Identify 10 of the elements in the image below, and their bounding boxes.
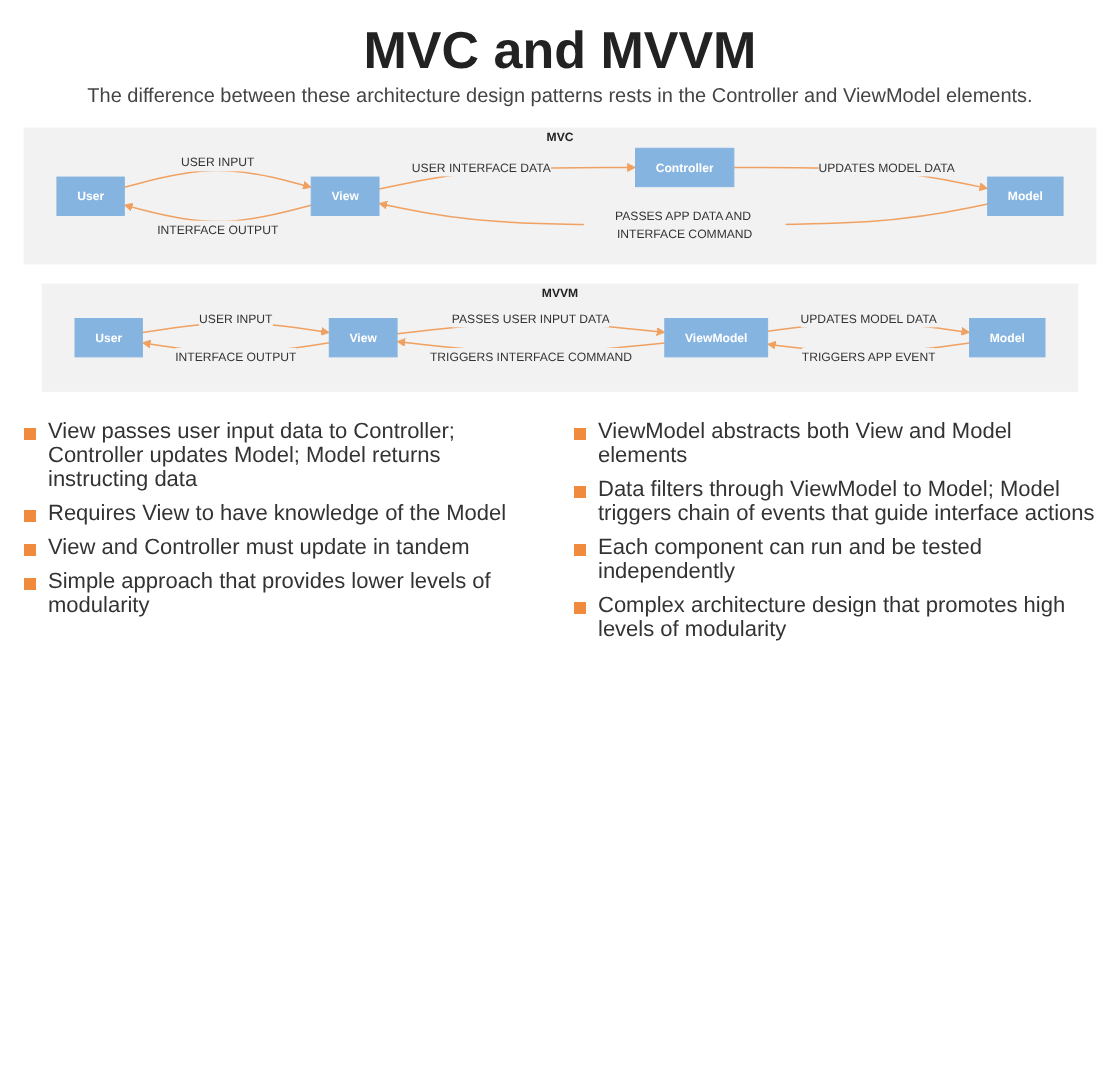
bullet-point: Complex architecture design that promotes high levels of modularity — [598, 593, 1068, 642]
bullet-point: Simple approach that provides lower levels of modularity — [48, 569, 493, 618]
subtitle: The difference between these architecture design patterns rests in the Controller and ViewModel elements. — [85, 86, 1035, 108]
bullet-point: Each component can run and be tested independently — [598, 535, 985, 584]
title: MVC and MVVM — [361, 20, 759, 82]
bullet-point: Requires View to have knowledge of the Model — [48, 501, 507, 526]
bullet-point: View passes user input data to Controller; Controller updates Model; Model returns instructing data — [48, 419, 457, 492]
bullet-point: Data filters through ViewModel to Model; Model triggers chain of events that guide interface actions — [598, 477, 1096, 526]
bullet-point: ViewModel abstracts both View and Model elements — [598, 419, 1014, 468]
bullet-point: View and Controller must update in tandem — [48, 535, 470, 560]
